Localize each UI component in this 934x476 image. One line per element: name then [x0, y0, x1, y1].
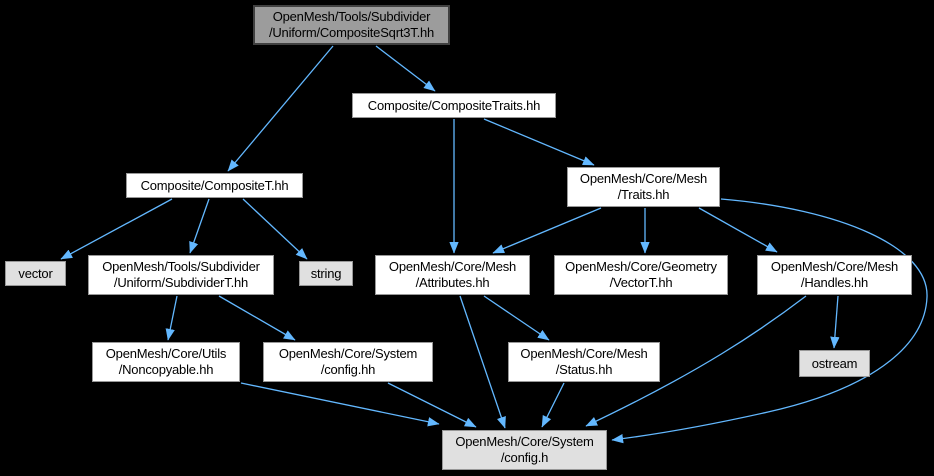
node-label: ostream	[811, 355, 858, 371]
edge-mesh-traits-to-handles	[698, 207, 778, 253]
node-composite-sqrt3t: OpenMesh/Tools/Subdivider /Uniform/Compo…	[253, 5, 450, 45]
edge-handles-to-config-h	[585, 295, 807, 427]
node-label: OpenMesh/Core/System /config.hh	[278, 346, 418, 377]
edge-attributes-to-config-h	[459, 295, 506, 429]
node-status[interactable]: OpenMesh/Core/Mesh /Status.hh	[508, 342, 660, 382]
edge-composite-t-to-string	[242, 198, 308, 260]
node-label: OpenMesh/Core/Utils /Noncopyable.hh	[105, 346, 227, 377]
edge-noncopyable-to-config-h	[240, 382, 440, 427]
edge-composite-sqrt3t-to-composite-traits	[375, 45, 436, 92]
node-ostream: ostream	[799, 350, 870, 377]
edge-subdivider-t-to-config-hh	[218, 295, 296, 341]
node-config-h: OpenMesh/Core/System /config.h	[442, 430, 607, 470]
node-config-hh[interactable]: OpenMesh/Core/System /config.hh	[263, 342, 433, 382]
node-label: Composite/CompositeT.hh	[140, 177, 289, 193]
node-attributes[interactable]: OpenMesh/Core/Mesh /Attributes.hh	[375, 255, 530, 295]
node-label: OpenMesh/Core/Mesh /Traits.hh	[579, 171, 708, 202]
node-label: Composite/CompositeTraits.hh	[367, 97, 541, 113]
node-label: OpenMesh/Tools/Subdivider /Uniform/Subdi…	[102, 259, 260, 290]
node-label: OpenMesh/Tools/Subdivider /Uniform/Compo…	[268, 9, 435, 40]
node-handles[interactable]: OpenMesh/Core/Mesh /Handles.hh	[757, 255, 912, 295]
node-subdivider-t[interactable]: OpenMesh/Tools/Subdivider /Uniform/Subdi…	[88, 255, 274, 295]
node-label: OpenMesh/Core/Geometry /VectorT.hh	[565, 259, 717, 290]
edge-composite-traits-to-mesh-traits	[483, 118, 595, 166]
node-label: OpenMesh/Core/System /config.h	[455, 434, 594, 465]
edge-mesh-traits-to-config-h	[611, 198, 928, 444]
edge-group	[60, 45, 928, 444]
node-label: OpenMesh/Core/Mesh /Status.hh	[520, 346, 648, 377]
edge-status-to-config-h	[541, 382, 565, 428]
edge-composite-sqrt3t-to-composite-t	[227, 45, 334, 172]
edge-subdivider-t-to-noncopyable	[165, 295, 178, 341]
node-composite-t[interactable]: Composite/CompositeT.hh	[126, 173, 303, 198]
node-label: vector	[18, 265, 53, 281]
node-label: OpenMesh/Core/Mesh /Handles.hh	[770, 259, 899, 290]
node-vectort[interactable]: OpenMesh/Core/Geometry /VectorT.hh	[554, 255, 728, 295]
edge-config-hh-to-config-h	[387, 382, 477, 428]
node-mesh-traits[interactable]: OpenMesh/Core/Mesh /Traits.hh	[567, 167, 720, 207]
node-composite-traits[interactable]: Composite/CompositeTraits.hh	[352, 93, 556, 118]
node-vector: vector	[5, 261, 66, 286]
edge-attributes-to-status	[483, 295, 550, 341]
edge-composite-t-to-vector	[60, 198, 173, 260]
node-label: OpenMesh/Core/Mesh /Attributes.hh	[388, 259, 517, 290]
edge-composite-t-to-subdivider-t	[189, 198, 210, 254]
node-label: string	[310, 265, 342, 281]
edge-mesh-traits-to-attributes	[492, 207, 602, 254]
node-string: string	[299, 261, 353, 286]
edge-handles-to-ostream	[830, 295, 840, 349]
node-noncopyable[interactable]: OpenMesh/Core/Utils /Noncopyable.hh	[92, 342, 240, 382]
